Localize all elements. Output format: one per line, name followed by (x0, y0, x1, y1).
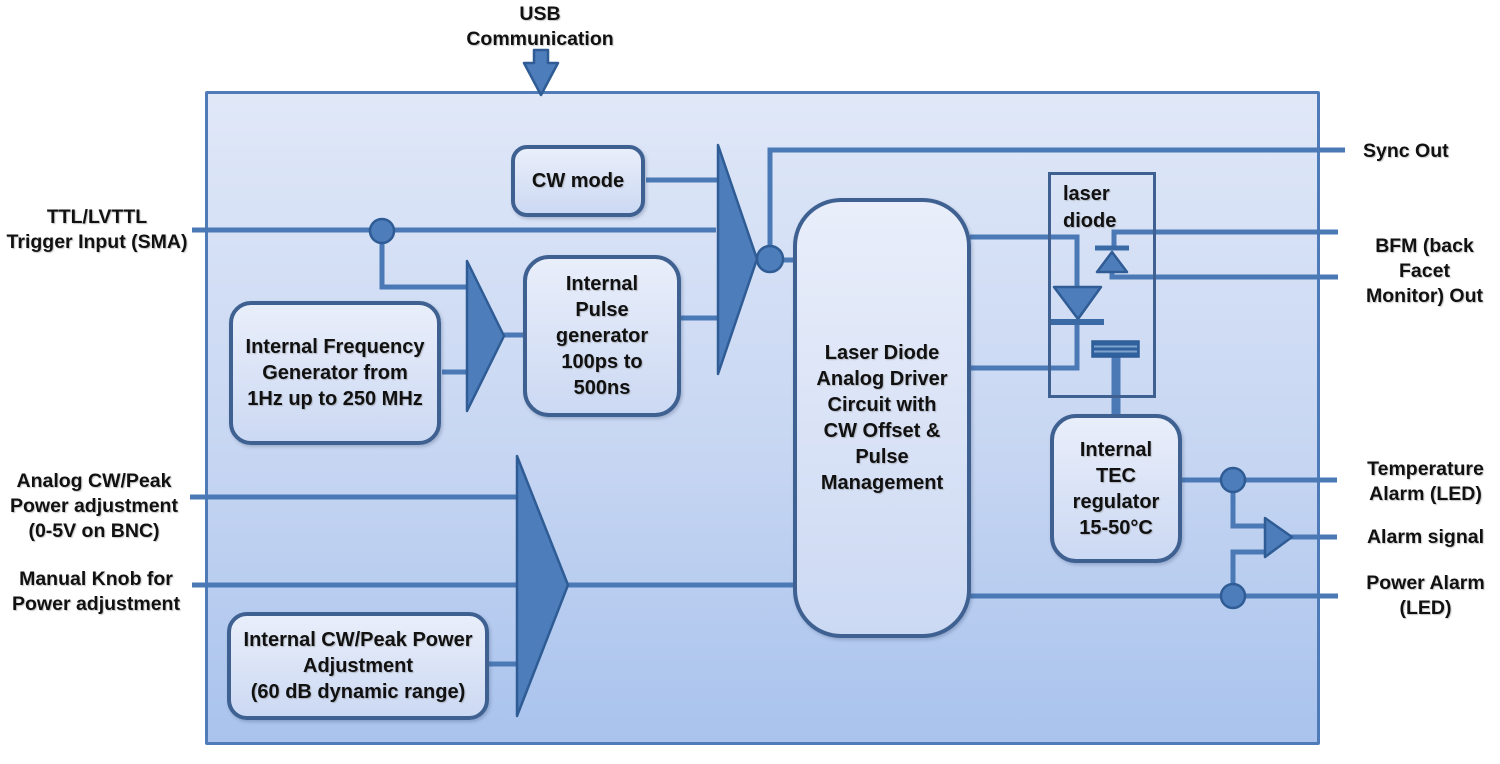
usb-arrow-icon (522, 48, 560, 97)
label-manual-knob: Manual Knob for Power adjustment (12, 568, 180, 615)
label-trigger-input: TTL/LVTTL Trigger Input (SMA) (6, 206, 188, 253)
label-power-alarm: Power Alarm (LED) (1366, 572, 1485, 619)
block-laser-driver: Laser Diode Analog Driver Circuit with C… (793, 198, 971, 638)
block-pulse-generator: Internal Pulse generator 100ps to 500ns (523, 255, 681, 417)
label-usb-communication: USB Communication (466, 3, 614, 50)
block-cw-mode: CW mode (511, 145, 645, 217)
label-bfm-out: BFM (back Facet Monitor) Out (1366, 235, 1483, 307)
label-temperature-alarm: Temperature Alarm (LED) (1367, 458, 1484, 505)
block-frequency-generator: Internal Frequency Generator from 1Hz up… (229, 301, 441, 445)
label-analog-power-adjustment: Analog CW/Peak Power adjustment (0-5V on… (10, 470, 178, 542)
label-sync-out: Sync Out (1363, 140, 1449, 162)
label-alarm-signal: Alarm signal (1366, 526, 1485, 548)
block-tec-regulator: Internal TEC regulator 15-50°C (1050, 414, 1182, 563)
block-cw-peak-adjustment: Internal CW/Peak Power Adjustment (60 dB… (227, 612, 489, 720)
block-laser-diode: laser diode (1048, 172, 1156, 398)
